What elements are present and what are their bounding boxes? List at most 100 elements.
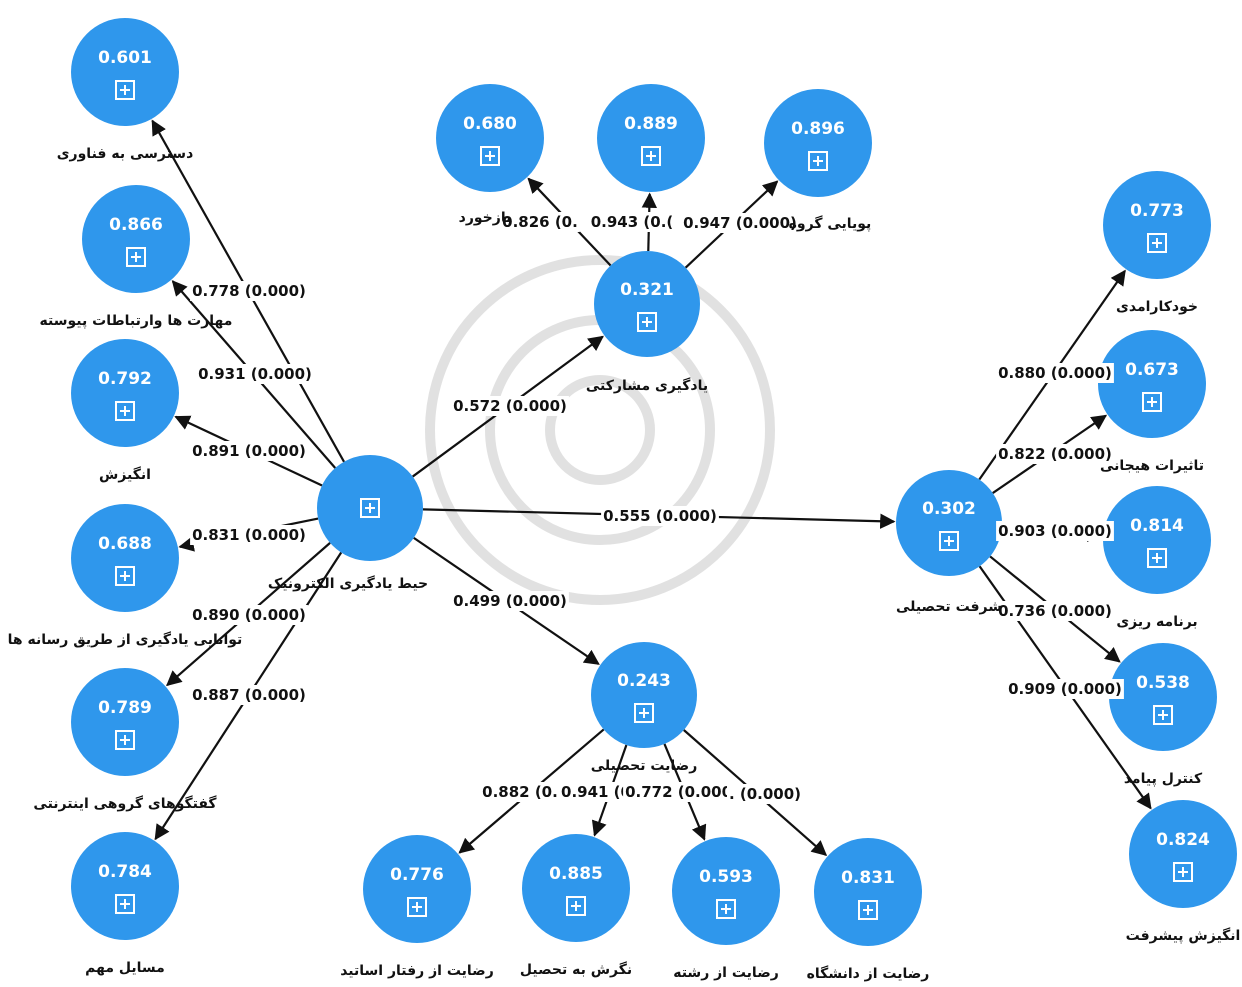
node-label: انگیزش پیشرفت [1126,927,1241,944]
node-circle[interactable] [71,668,179,776]
node-circle[interactable] [436,84,544,192]
node-value: 0.831 [841,868,895,888]
node-circle[interactable] [522,834,630,942]
node-university[interactable]: 0.831 [814,838,922,946]
node-lp_mid[interactable]: 0.889 [597,84,705,192]
edge-label-e_learning-to-access_tech: 0.778 (0.000) [192,282,306,300]
node-circle[interactable] [71,339,179,447]
edge-label-background [996,363,1114,383]
node-label: کنترل پیامد [1124,771,1203,787]
node-label: انگیزش [99,466,151,483]
plus-square-icon[interactable] [1147,233,1167,253]
plus-square-icon[interactable] [1142,392,1162,412]
edge-label-satisfaction-to-university: . (0.000) [729,785,801,803]
edge-label-background [996,444,1114,464]
edge-label-background [480,782,560,802]
node-attitude[interactable]: 0.885 [522,834,630,942]
plus-square-icon[interactable] [634,703,654,723]
edge-label-learn_part-to-feedback: 0.826 (0. [502,213,578,231]
node-value: 0.776 [390,865,444,885]
edge-label-background [681,213,799,233]
plus-square-icon[interactable] [637,312,657,332]
plus-square-icon[interactable] [641,146,661,166]
edge-label-progress-to-planning: 0.903 (0.000) [998,522,1112,540]
plus-square-icon[interactable] [1153,705,1173,725]
node-feedback[interactable]: 0.680 [436,84,544,192]
node-circle[interactable] [672,837,780,945]
node-value: 0.866 [109,215,163,235]
edge-label-e_learning-to-skills: 0.931 (0.000) [198,365,312,383]
node-progress[interactable]: 0.302 [896,470,1002,576]
node-e_learning[interactable] [317,455,423,561]
node-circle[interactable] [71,504,179,612]
node-issues[interactable]: 0.784 [71,832,179,940]
node-circle[interactable] [1129,800,1237,908]
node-value: 0.673 [1125,360,1179,380]
node-circle[interactable] [82,185,190,293]
node-label: رضایت تحصیلی [591,758,698,774]
node-circle[interactable] [1103,486,1211,594]
plus-square-icon[interactable] [480,146,500,166]
node-control[interactable]: 0.538 [1109,643,1217,751]
node-group_dyn[interactable]: 0.896 [764,89,872,197]
node-circle[interactable] [1109,643,1217,751]
plus-square-icon[interactable] [360,498,380,518]
edge-label-background [996,601,1114,621]
plus-square-icon[interactable] [115,894,135,914]
node-circle[interactable] [71,832,179,940]
node-circle[interactable] [814,838,922,946]
plus-square-icon[interactable] [939,531,959,551]
node-value: 0.688 [98,534,152,554]
node-circle[interactable] [1103,171,1211,279]
node-circle[interactable] [363,835,471,943]
plus-square-icon[interactable] [115,730,135,750]
node-circle[interactable] [71,18,179,126]
node-planning[interactable]: 0.814 [1103,486,1211,594]
edge-label-background [1006,679,1124,699]
edge-label-background [559,782,633,802]
node-value: 0.321 [620,280,674,300]
node-learn_part[interactable]: 0.321 [594,251,700,357]
node-circle[interactable] [764,89,872,197]
plus-square-icon[interactable] [115,566,135,586]
node-circle[interactable] [1098,330,1206,438]
edge-label-background [726,784,804,804]
node-circle[interactable] [591,642,697,748]
node-emotional[interactable]: 0.673 [1098,330,1206,438]
node-online_group[interactable]: 0.789 [71,668,179,776]
edge-label-e_learning-to-media_ability: 0.831 (0.000) [192,526,306,544]
node-self_eff[interactable]: 0.773 [1103,171,1211,279]
node-circle[interactable] [594,251,700,357]
node-label: رضایت از دانشگاه [807,965,930,982]
node-field[interactable]: 0.593 [672,837,780,945]
plus-square-icon[interactable] [115,80,135,100]
edge-label-progress-to-control: 0.736 (0.000) [998,602,1112,620]
node-media_ability[interactable]: 0.688 [71,504,179,612]
node-access_tech[interactable]: 0.601 [71,18,179,126]
edge-label-background [196,364,314,384]
plus-square-icon[interactable] [716,899,736,919]
edge-label-e_learning-to-online_group: 0.890 (0.000) [192,606,306,624]
node-skills[interactable]: 0.866 [82,185,190,293]
edge-label-background [588,212,676,232]
node-circle[interactable] [896,470,1002,576]
edge-label-satisfaction-to-attitude: 0.941 (0 [561,783,631,801]
node-value: 0.889 [624,114,678,134]
node-circle[interactable] [597,84,705,192]
plus-square-icon[interactable] [1147,548,1167,568]
plus-square-icon[interactable] [115,401,135,421]
plus-square-icon[interactable] [858,900,878,920]
plus-square-icon[interactable] [566,896,586,916]
plus-square-icon[interactable] [407,897,427,917]
node-ach_motive[interactable]: 0.824 [1129,800,1237,908]
node-teachers[interactable]: 0.776 [363,835,471,943]
node-motivation[interactable]: 0.792 [71,339,179,447]
node-label: مسایل مهم [85,960,165,976]
plus-square-icon[interactable] [126,247,146,267]
plus-square-icon[interactable] [1173,862,1193,882]
plus-square-icon[interactable] [808,151,828,171]
edge-label-background [996,521,1114,541]
node-value: 0.784 [98,862,152,882]
node-value: 0.601 [98,48,152,68]
node-satisfaction[interactable]: 0.243 [591,642,697,748]
